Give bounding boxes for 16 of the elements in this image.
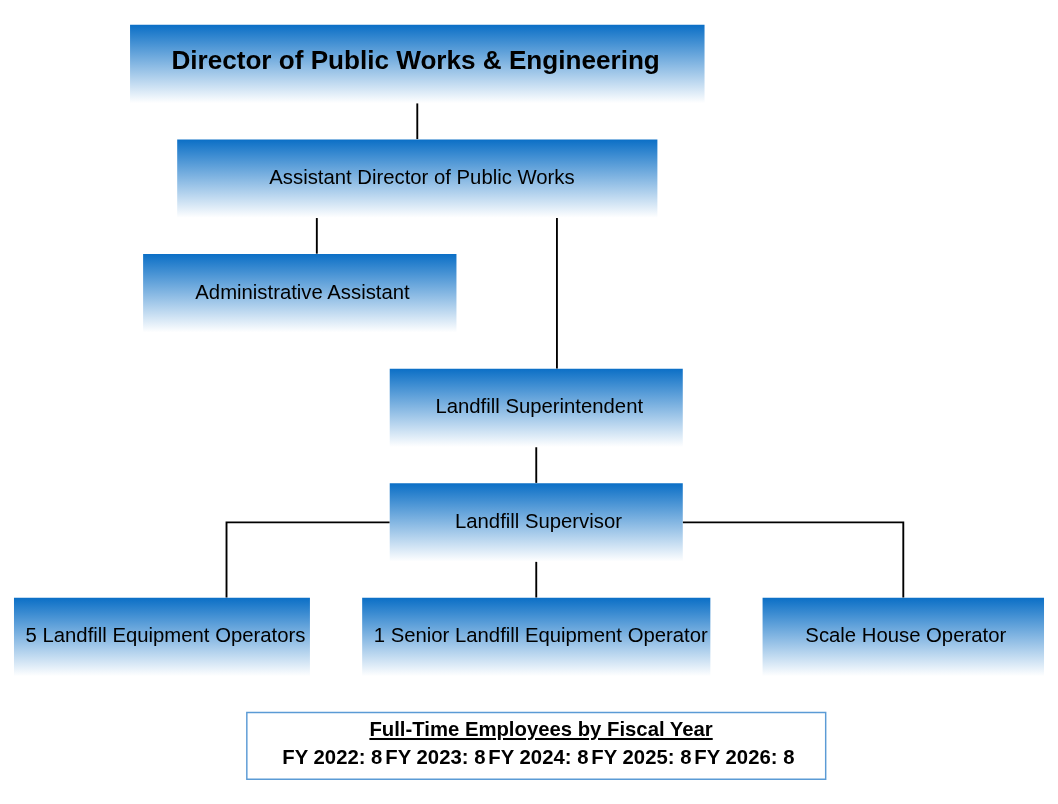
connector: [416, 102, 419, 140]
connector: [315, 217, 318, 255]
connector: [225, 521, 391, 599]
connector: [535, 560, 538, 599]
connector: [535, 446, 538, 484]
node-box: Assistant Director of Public Works: [177, 139, 658, 218]
node-box: Administrative Assistant: [143, 254, 457, 333]
node-box: Landfill Supervisor: [389, 483, 683, 562]
node-box: Scale House Operator: [762, 597, 1044, 677]
node-box: 1 Senior Landfill Equipment Operator: [362, 597, 711, 677]
node-box: Landfill Superintendent: [389, 368, 683, 447]
node-box: 5 Landfill Equipment Operators: [14, 597, 310, 677]
node-box: Full-Time Employees by Fiscal Year FY 2022: 8 FY 2023: 8 FY 2024: 8 FY 2025: 8 FY 2026: 8: [246, 711, 827, 780]
node-box: Director of Public Works & Engineering: [130, 24, 705, 104]
connector: [681, 521, 905, 599]
connector: [556, 217, 558, 370]
